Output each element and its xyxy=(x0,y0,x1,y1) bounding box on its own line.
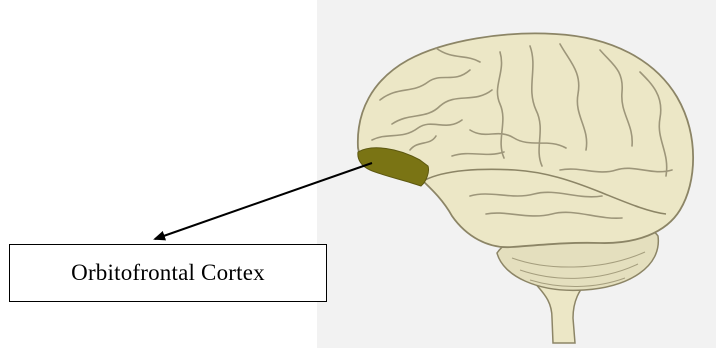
brainstem xyxy=(535,282,586,343)
pointer-arrow xyxy=(155,163,372,239)
label-box: Orbitofrontal Cortex xyxy=(9,244,327,302)
orbitofrontal-cortex-label: Orbitofrontal Cortex xyxy=(71,260,265,286)
